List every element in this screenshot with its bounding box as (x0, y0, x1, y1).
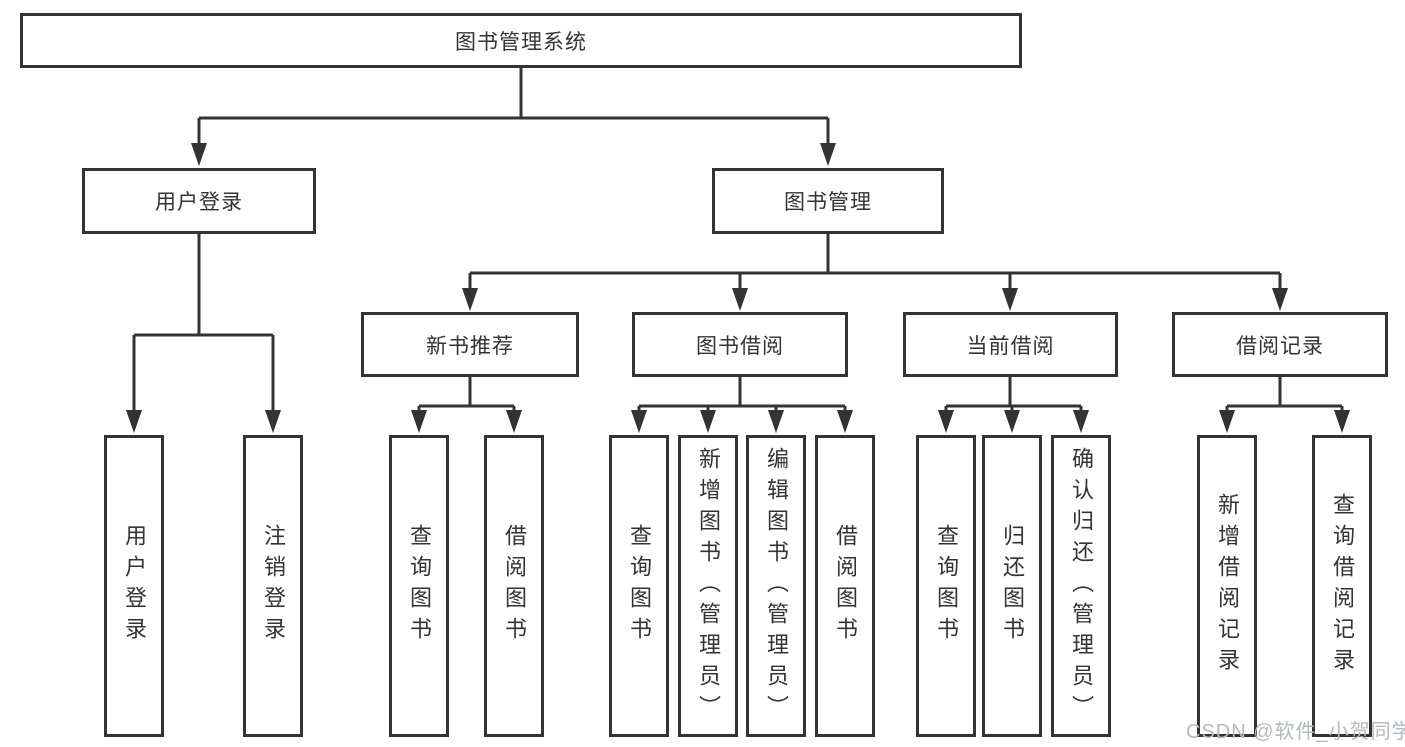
csdn-watermark: CSDN @软件_小贺同学 (1186, 721, 1405, 743)
node-label: 注销登录 (261, 524, 286, 648)
leaf-add-books-admin: 新增图书（管理员） (678, 435, 738, 737)
node-label: 查询图书 (934, 524, 959, 648)
node-label: 编辑图书（管理员） (764, 446, 789, 726)
node-label: 确认归还（管理员） (1069, 446, 1094, 726)
node-label: 借阅图书 (833, 524, 858, 648)
node-book-management: 图书管理 (712, 168, 944, 234)
node-label: 查询图书 (407, 524, 432, 648)
leaf-query-books-borrowing: 查询图书 (609, 435, 669, 737)
node-label: 新书推荐 (426, 334, 514, 358)
leaf-logout: 注销登录 (243, 435, 303, 737)
node-current-borrowing: 当前借阅 (903, 312, 1118, 377)
leaf-query-books-current: 查询图书 (916, 435, 976, 737)
node-label: 新增借阅记录 (1215, 493, 1240, 679)
leaf-user-login: 用户登录 (104, 435, 164, 737)
node-label: 用户登录 (155, 191, 243, 214)
leaf-query-books-recommend: 查询图书 (389, 435, 449, 737)
leaf-edit-books-admin: 编辑图书（管理员） (746, 435, 806, 737)
node-label: 借阅图书 (502, 524, 527, 648)
node-label: 查询图书 (627, 524, 652, 648)
node-label: 图书管理系统 (455, 30, 587, 54)
leaf-borrow-books: 借阅图书 (815, 435, 875, 737)
leaf-confirm-return-admin: 确认归还（管理员） (1051, 435, 1111, 737)
node-label: 图书管理 (784, 191, 872, 214)
node-label: 查询借阅记录 (1330, 493, 1355, 679)
leaf-borrow-books-recommend: 借阅图书 (484, 435, 544, 737)
arrowheads (126, 143, 1350, 433)
leaf-add-borrow-record: 新增借阅记录 (1197, 435, 1257, 737)
node-label: 归还图书 (1000, 524, 1025, 648)
leaf-query-borrow-record: 查询借阅记录 (1312, 435, 1372, 737)
node-library-management-system: 图书管理系统 (20, 13, 1022, 68)
leaf-return-books: 归还图书 (982, 435, 1042, 737)
node-label: 当前借阅 (966, 334, 1055, 358)
node-label: 新增图书（管理员） (696, 446, 721, 726)
node-label: 用户登录 (122, 524, 147, 648)
node-label: 借阅记录 (1236, 334, 1324, 358)
node-user-login: 用户登录 (82, 168, 316, 234)
node-label: 图书借阅 (696, 334, 784, 358)
node-book-borrowing: 图书借阅 (632, 312, 848, 377)
node-borrowing-records: 借阅记录 (1172, 312, 1388, 377)
node-new-book-recommend: 新书推荐 (361, 312, 579, 377)
